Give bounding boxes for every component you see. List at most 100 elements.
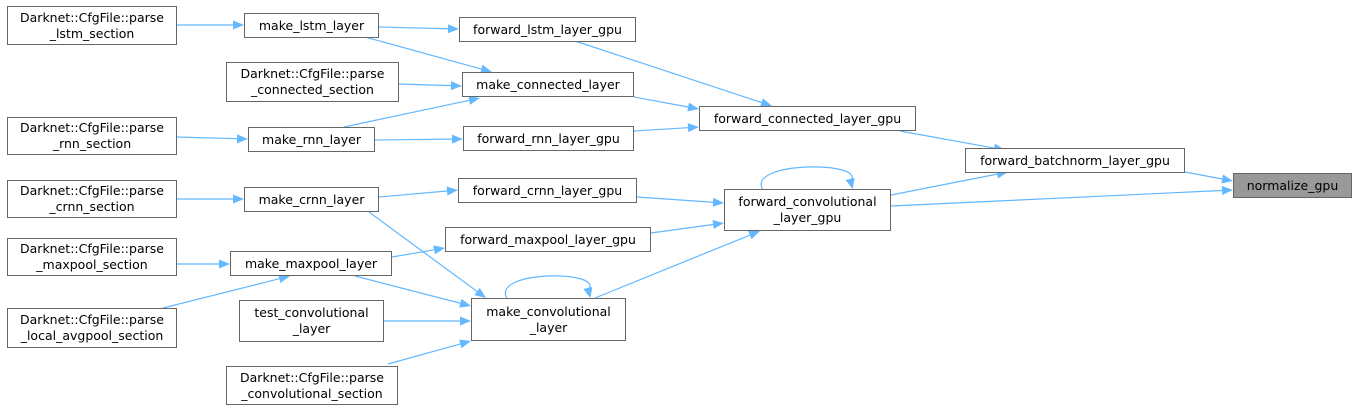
node-label: make_rnn_layer	[262, 131, 361, 147]
arrowhead-icon	[687, 102, 699, 112]
graph-node-pcon[interactable]: Darknet::CfgFile::parse_connected_sectio…	[226, 62, 399, 102]
edge-fconv-to-normalize_gpu	[890, 189, 1223, 207]
node-label: make_crnn_layer	[258, 191, 365, 207]
edge-mmax-to-fmax	[391, 249, 435, 258]
graph-node-fmax[interactable]: forward_maxpool_layer_gpu	[445, 227, 651, 252]
arrowhead-icon	[446, 186, 458, 196]
graph-node-mrnn[interactable]: make_rnn_layer	[248, 127, 375, 152]
arrowhead-icon	[451, 134, 463, 144]
edge-fcon-to-fbn	[899, 130, 995, 149]
graph-node-mconv[interactable]: make_convolutional_layer	[471, 298, 626, 341]
node-label: Darknet::CfgFile::parse	[20, 183, 164, 198]
node-label: normalize_gpu	[1246, 177, 1339, 193]
arrowhead-icon	[460, 316, 471, 326]
edge-mlstm-to-mcon	[364, 36, 482, 70]
node-label: forward_batchnorm_layer_gpu	[980, 152, 1170, 168]
graph-node-pconv[interactable]: Darknet::CfgFile::parse_convolutional_se…	[226, 366, 398, 405]
node-label: forward_convolutional	[738, 194, 877, 209]
graph-node-mmax[interactable]: make_maxpool_layer	[230, 251, 392, 276]
arrowhead-icon	[687, 123, 699, 133]
graph-node-frnn[interactable]: forward_rnn_layer_gpu	[463, 126, 634, 151]
node-label: _layer	[529, 319, 568, 335]
edge-mrnn-to-mcon	[343, 99, 470, 128]
edge-self-loop	[504, 275, 591, 299]
node-label: Darknet::CfgFile::parse	[240, 369, 384, 385]
edge-prnn-to-mrnn	[176, 136, 238, 140]
node-label: test_convolutional	[254, 305, 369, 320]
node-label: forward_crnn_layer_gpu	[472, 182, 623, 198]
edge-mmax-to-mconv	[354, 275, 461, 304]
graph-node-fcrnn[interactable]: forward_crnn_layer_gpu	[458, 178, 637, 203]
node-label: _rnn_section	[52, 136, 132, 151]
arrowhead-icon	[1221, 174, 1233, 184]
edge-mcrnn-to-fcrnn	[378, 190, 448, 198]
node-label: _connected_section	[251, 82, 374, 97]
arrowhead-icon	[480, 64, 492, 74]
node-label: Darknet::CfgFile::parse	[240, 66, 385, 81]
node-label: make_lstm_layer	[258, 17, 365, 33]
node-label: forward_connected_layer_gpu	[713, 110, 902, 126]
node-label: _local_avgpool_section	[20, 328, 164, 343]
graph-node-pmax[interactable]: Darknet::CfgFile::parse_maxpool_section	[7, 238, 177, 276]
graph-node-normalize_gpu[interactable]: normalize_gpu	[1233, 173, 1352, 198]
node-label: _maxpool_section	[36, 257, 148, 272]
node-label: _crnn_section	[49, 199, 135, 214]
graph-node-tconv[interactable]: test_convolutional_layer	[239, 300, 384, 342]
edge-frnn-to-fcon	[633, 127, 689, 132]
node-label: make_maxpool_layer	[244, 255, 378, 271]
graph-node-mcrnn[interactable]: make_crnn_layer	[244, 187, 379, 212]
node-label: _layer_gpu	[773, 210, 842, 225]
edge-fbn-to-normalize_gpu	[1184, 171, 1223, 180]
arrowhead-icon	[845, 178, 855, 189]
edge-pavg-to-mmax	[162, 278, 280, 309]
arrowhead-icon	[219, 259, 230, 269]
edge-fconv-to-fbn	[890, 173, 998, 196]
edge-mlstm-to-flstm	[378, 26, 449, 30]
edge-flstm-to-fcon	[574, 40, 762, 104]
node-label: Darknet::CfgFile::parse	[20, 120, 164, 135]
arrowhead-icon	[459, 339, 471, 349]
arrowhead-icon	[450, 81, 462, 91]
graph-node-plstm[interactable]: Darknet::CfgFile::parse_lstm_section	[7, 6, 177, 45]
edge-fmax-to-fconv	[650, 223, 714, 234]
arrowhead-icon	[1221, 186, 1233, 196]
arrowhead-icon	[233, 20, 244, 30]
edge-pcon-to-mcon	[398, 83, 452, 87]
arrowhead-icon	[474, 287, 486, 298]
edge-self-loop	[760, 166, 853, 190]
edge-mrnn-to-frnn	[374, 138, 453, 141]
node-label: forward_lstm_layer_gpu	[473, 21, 622, 37]
arrowhead-icon	[433, 245, 445, 255]
node-label: _layer	[292, 321, 331, 336]
graph-node-mcon[interactable]: make_connected_layer	[462, 72, 634, 97]
graph-node-fcon[interactable]: forward_connected_layer_gpu	[699, 106, 916, 131]
graph-node-pcrnn[interactable]: Darknet::CfgFile::parse_crnn_section	[7, 180, 177, 218]
graph-node-pavg[interactable]: Darknet::CfgFile::parse_local_avgpool_se…	[7, 308, 177, 348]
node-label: _lstm_section	[49, 25, 135, 41]
arrowhead-icon	[459, 298, 471, 308]
node-label: forward_rnn_layer_gpu	[477, 130, 620, 146]
arrowhead-icon	[760, 98, 772, 107]
arrowhead-icon	[712, 220, 724, 229]
graph-node-prnn[interactable]: Darknet::CfgFile::parse_rnn_section	[7, 117, 177, 155]
graph-node-flstm[interactable]: forward_lstm_layer_gpu	[459, 17, 636, 42]
arrowhead-icon	[236, 134, 248, 144]
arrowhead-icon	[712, 197, 724, 207]
arrowhead-icon	[748, 230, 760, 240]
arrowhead-icon	[447, 24, 459, 34]
graph-node-mlstm[interactable]: make_lstm_layer	[244, 13, 379, 38]
graph-node-fbn[interactable]: forward_batchnorm_layer_gpu	[965, 148, 1185, 173]
edge-pconv-to-mconv	[387, 343, 461, 365]
arrowhead-icon	[278, 274, 290, 284]
node-label: Darknet::CfgFile::parse	[20, 312, 164, 327]
edge-mcon-to-fcon	[633, 96, 689, 108]
node-label: Darknet::CfgFile::parse	[20, 241, 164, 256]
graph-node-fconv[interactable]: forward_convolutional_layer_gpu	[724, 189, 891, 231]
node-label: make_connected_layer	[476, 76, 620, 92]
edge-mconv-to-fconv	[594, 234, 751, 299]
node-label: forward_maxpool_layer_gpu	[460, 231, 636, 247]
edge-fcrnn-to-fconv	[636, 196, 714, 203]
arrowhead-icon	[583, 287, 593, 298]
